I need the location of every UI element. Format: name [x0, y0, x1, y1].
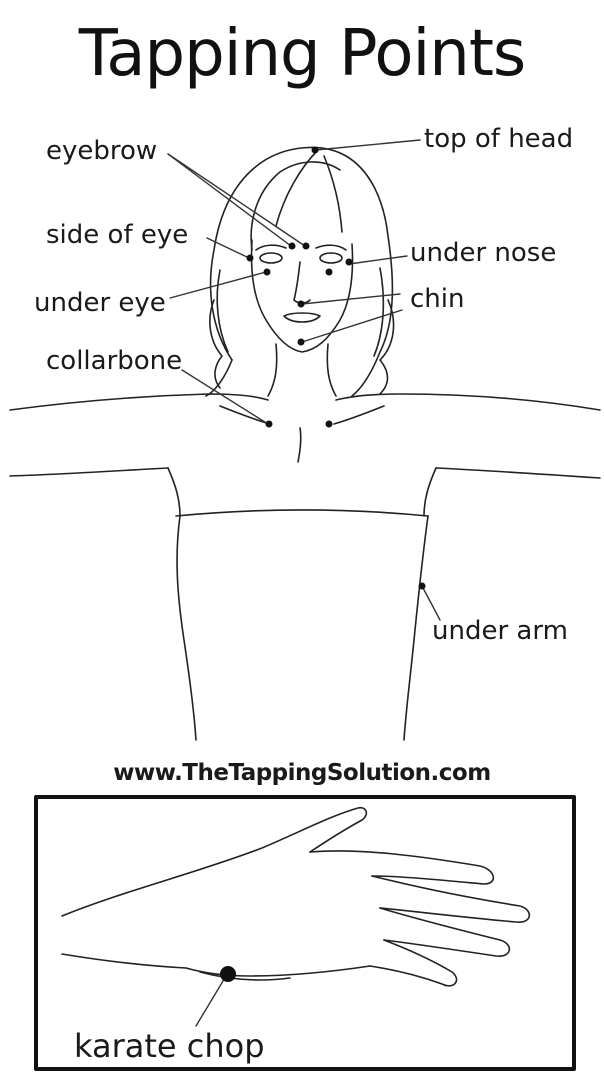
label-chin: chin	[410, 286, 464, 312]
point-karate-chop	[220, 966, 236, 982]
label-karate-chop: karate chop	[74, 1030, 265, 1062]
label-under-arm: under arm	[432, 618, 568, 644]
point-side-of-eye-right	[346, 259, 353, 266]
point-collarbone-right	[326, 421, 333, 428]
label-under-eye: under eye	[34, 290, 166, 316]
point-collarbone	[266, 421, 273, 428]
torso-outline	[10, 344, 600, 740]
label-top-of-head: top of head	[424, 126, 573, 152]
label-side-of-eye: side of eye	[46, 222, 188, 248]
label-under-nose: under nose	[410, 240, 556, 266]
website-url: www.TheTappingSolution.com	[0, 760, 604, 786]
point-under-eye	[264, 269, 271, 276]
leader-lines	[168, 140, 440, 1026]
point-eyebrow-right	[303, 243, 310, 250]
point-top-of-head	[312, 147, 319, 154]
point-under-nose	[298, 301, 305, 308]
hair-outline	[206, 147, 394, 396]
point-under-eye-right	[326, 269, 333, 276]
label-eyebrow: eyebrow	[46, 138, 157, 164]
face-outline	[252, 240, 353, 352]
tapping-points	[220, 147, 426, 983]
point-side-of-eye	[247, 255, 254, 262]
point-under-arm	[419, 583, 426, 590]
point-chin	[298, 339, 305, 346]
label-collarbone: collarbone	[46, 348, 182, 374]
hand-outline	[62, 808, 529, 986]
point-eyebrow	[289, 243, 296, 250]
